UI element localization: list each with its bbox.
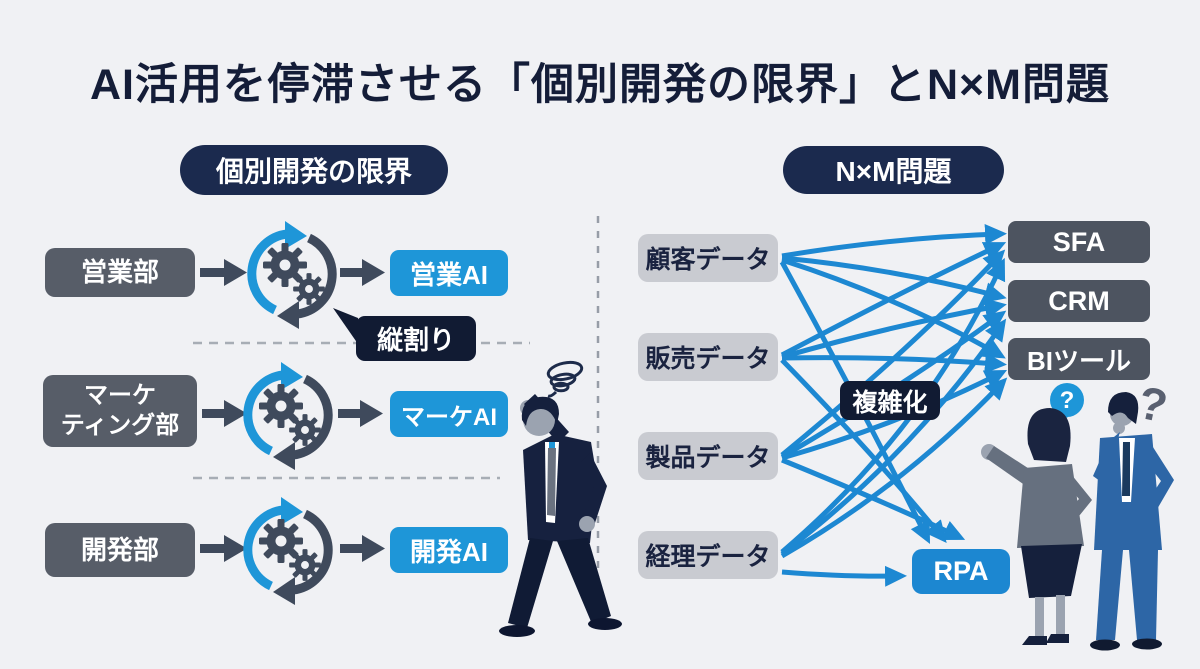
- dept-box-marketing: マーケ ティング部: [43, 375, 197, 447]
- target-box-sfa: SFA: [1008, 221, 1150, 263]
- page-title: AI活用を停滞させる「個別開発の限界」とN×M問題: [90, 61, 1110, 109]
- source-box-accounting-data: 経理データ: [638, 531, 778, 579]
- dept-box-sales: 営業部: [45, 248, 195, 297]
- woman-figure: [981, 408, 1092, 645]
- right-section-header: N×M問題: [783, 146, 1004, 194]
- target-box-bi-tool: BIツール: [1008, 338, 1150, 380]
- complexity-callout: 複雑化: [840, 381, 940, 420]
- ai-box-sales: 営業AI: [390, 250, 508, 296]
- source-box-sales-data: 販売データ: [638, 333, 778, 381]
- source-box-product-data: 製品データ: [638, 432, 778, 480]
- question-mark: ?: [1134, 378, 1172, 432]
- left-section-header: 個別開発の限界: [180, 145, 448, 195]
- question-bubble-text: ?: [1060, 387, 1075, 414]
- cycle-gears-icon: [247, 221, 337, 329]
- source-box-customer-data: 顧客データ: [638, 234, 778, 282]
- confusion-squiggle-icon: [546, 360, 584, 398]
- cycle-gears-icon: [243, 497, 333, 605]
- silo-callout: 縦割り: [333, 308, 476, 361]
- target-box-rpa: RPA: [912, 549, 1010, 594]
- confused-man-illustration: [499, 360, 622, 637]
- thinking-man-figure: [1090, 392, 1174, 651]
- puzzled-people-illustration: ? ?: [981, 378, 1174, 651]
- silo-callout-label: 縦割り: [376, 325, 455, 355]
- callout-tail: [333, 308, 358, 344]
- ai-box-marketing: マーケAI: [390, 391, 508, 437]
- nxm-arrow-network: [779, 223, 1008, 587]
- cycle-gears-icon: [243, 362, 333, 470]
- target-box-crm: CRM: [1008, 280, 1150, 322]
- ai-box-development: 開発AI: [390, 527, 508, 573]
- dept-box-development: 開発部: [45, 523, 195, 577]
- dept-to-gear-arrows: [200, 259, 385, 562]
